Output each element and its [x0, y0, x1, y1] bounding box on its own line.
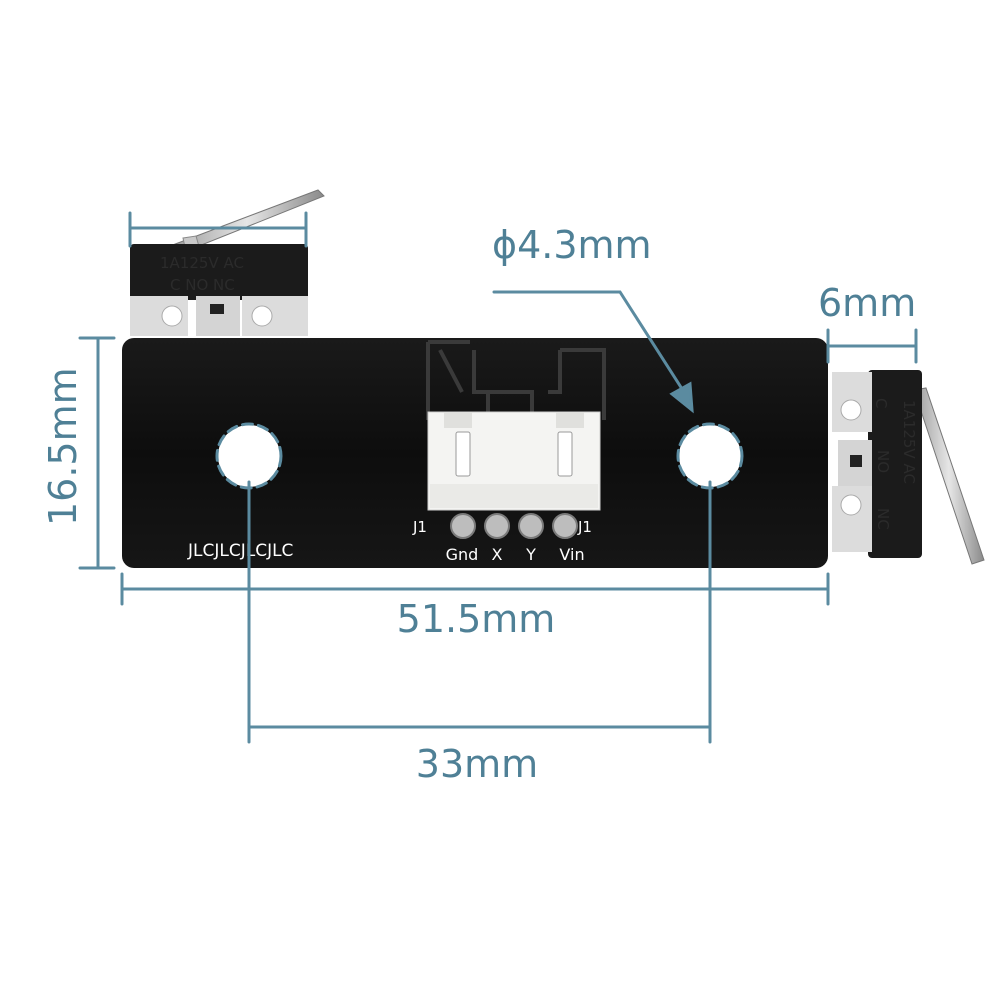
- silkscreen-text: JLCJLCJLCJLC: [187, 541, 293, 561]
- dimension-lines: [78, 211, 918, 744]
- top-micro-switch: 1A125V AC C NO NC: [130, 189, 325, 336]
- jst-connector: [427, 411, 601, 511]
- right-switch-label-no: NO: [874, 450, 892, 473]
- pcb-board: J1 J1 Gnd X Y Vin JLCJLCJLCJLC: [122, 338, 828, 568]
- pin-label-y: Y: [525, 545, 536, 564]
- dim-top-switch-width: [128, 211, 308, 248]
- pin-label-gnd: Gnd: [446, 545, 479, 564]
- label-board-height: 16.5mm: [41, 367, 85, 526]
- dim-hole-right-outline: [676, 422, 744, 490]
- connector-ref-right: J1: [577, 518, 592, 536]
- label-board-width: 51.5mm: [397, 597, 556, 641]
- dim-hole-left-outline: [215, 422, 283, 490]
- right-switch-lever: [913, 387, 985, 565]
- top-switch-body: [130, 244, 308, 300]
- right-switch-label-c: C: [872, 398, 890, 408]
- dim-hole-spacing: [247, 480, 712, 744]
- top-switch-rating: 1A125V AC: [160, 254, 244, 272]
- label-switch-thickness: 6mm: [818, 281, 916, 325]
- top-switch-terminal-no: [196, 296, 240, 336]
- label-hole-diameter: ϕ4.3mm: [492, 223, 652, 267]
- top-switch-contacts: C NO NC: [170, 276, 235, 294]
- dim-hole-arrowhead: [669, 381, 694, 414]
- connector-ref-left: J1: [412, 518, 427, 536]
- dim-switch-thickness: [826, 328, 918, 364]
- pin-label-vin: Vin: [559, 545, 584, 564]
- right-micro-switch: C 1A125V AC NO NC: [832, 370, 985, 565]
- dim-board-height: [78, 336, 116, 570]
- label-hole-spacing: 33mm: [416, 742, 538, 786]
- connector-pins: [450, 513, 578, 539]
- right-switch-rating: 1A125V AC: [900, 400, 918, 484]
- dim-hole-leader: [492, 290, 686, 394]
- mounting-hole-right: [679, 425, 741, 487]
- right-switch-label-nc: NC: [874, 508, 892, 530]
- pin-label-x: X: [492, 545, 503, 564]
- right-switch-body: [868, 370, 922, 558]
- pcb-traces: [426, 340, 606, 420]
- mounting-hole-left: [218, 425, 280, 487]
